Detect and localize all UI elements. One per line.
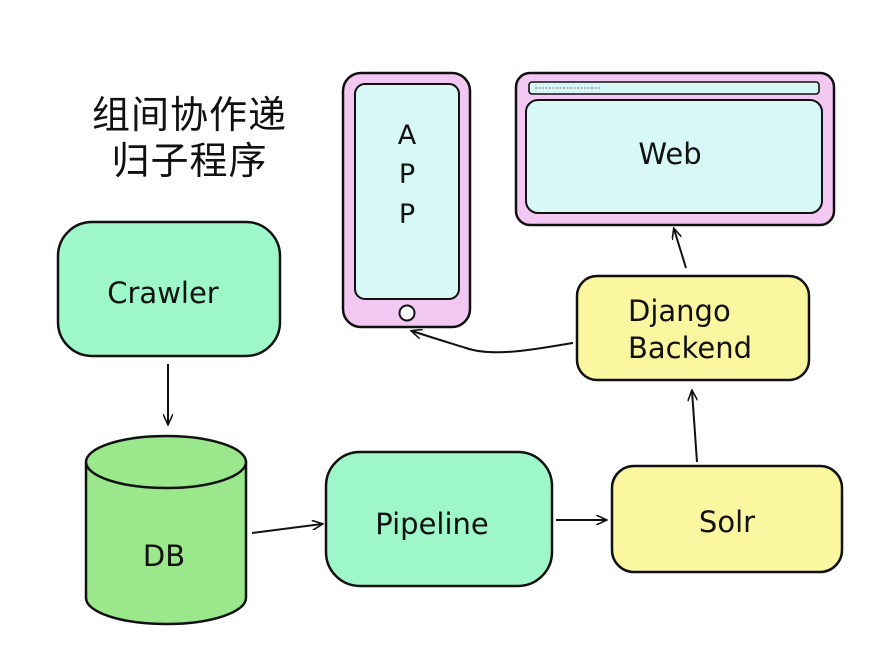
diagram-title: 组间协作递 归子程序 <box>92 92 287 184</box>
django-backend-node: Django Backend <box>575 274 811 382</box>
arrow-django-to-app <box>412 331 574 354</box>
solr-label: Solr <box>699 505 755 539</box>
crawler-label: Crawler <box>107 276 219 310</box>
app-letter-1: A <box>398 120 417 151</box>
pipeline-node: Pipeline <box>324 450 554 588</box>
arrow-solr-to-django <box>692 391 698 463</box>
web-label: Web <box>638 137 701 171</box>
app-phone-node: A P P <box>341 71 472 329</box>
django-label-line2: Backend <box>628 331 752 365</box>
db-node: DB <box>84 434 248 626</box>
web-browser-node: Web <box>514 71 836 227</box>
browser-address-bar <box>528 81 820 95</box>
title-line-2: 归子程序 <box>111 139 268 183</box>
arrow-django-to-web <box>674 229 687 269</box>
app-letter-2: P <box>399 159 415 190</box>
title-line-1: 组间协作递 <box>92 93 288 137</box>
arrow-db-to-pipeline <box>251 524 322 534</box>
app-letter-3: P <box>399 199 415 230</box>
db-label: DB <box>143 539 185 573</box>
django-label-line1: Django <box>628 294 731 328</box>
solr-node: Solr <box>610 464 844 574</box>
phone-home-button <box>398 304 416 322</box>
pipeline-label: Pipeline <box>375 507 489 541</box>
crawler-node: Crawler <box>56 220 282 358</box>
